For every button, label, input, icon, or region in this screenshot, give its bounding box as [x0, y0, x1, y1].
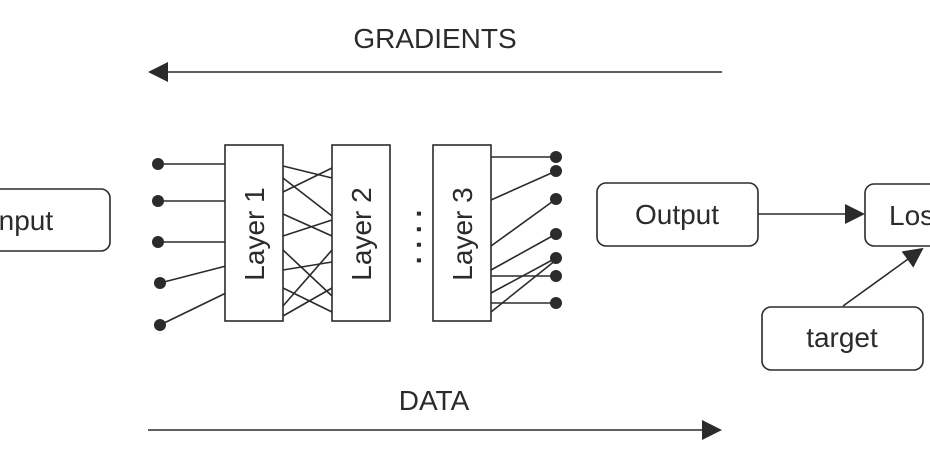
output-neuron [550, 193, 562, 205]
loss-node: Loss [864, 183, 930, 247]
output-neuron [550, 252, 562, 264]
hidden-layers-ellipsis: . . . . [396, 210, 427, 264]
data-label: DATA [399, 385, 470, 416]
input-label: Input [0, 205, 53, 236]
output-neuron [550, 165, 562, 177]
output-node: Output [596, 182, 759, 247]
input-connections [152, 158, 227, 331]
layer1-label: Layer 1 [239, 187, 270, 280]
layer2-node: Layer 2 [331, 144, 391, 322]
output-neuron [550, 270, 562, 282]
input-neuron [154, 319, 166, 331]
output-neuron [550, 151, 562, 163]
target-to-loss-arrow [842, 247, 924, 307]
gradients-label: GRADIENTS [353, 23, 516, 54]
target-label: target [806, 322, 878, 353]
layer3-label: Layer 3 [447, 187, 478, 280]
loss-label: Loss [889, 200, 930, 231]
output-neuron [550, 228, 562, 240]
layer1-node: Layer 1 [224, 144, 284, 322]
target-node: target [761, 306, 924, 371]
output-label: Output [635, 199, 719, 230]
output-neuron [550, 297, 562, 309]
input-neuron [152, 158, 164, 170]
input-neuron [152, 195, 164, 207]
layer1-layer2-connections [282, 165, 333, 317]
input-neuron [154, 277, 166, 289]
output-neuron-connections [490, 151, 562, 313]
layer2-label: Layer 2 [346, 187, 377, 280]
input-node: Input [0, 188, 111, 252]
input-neuron [152, 236, 164, 248]
layer3-node: Layer 3 [432, 144, 492, 322]
